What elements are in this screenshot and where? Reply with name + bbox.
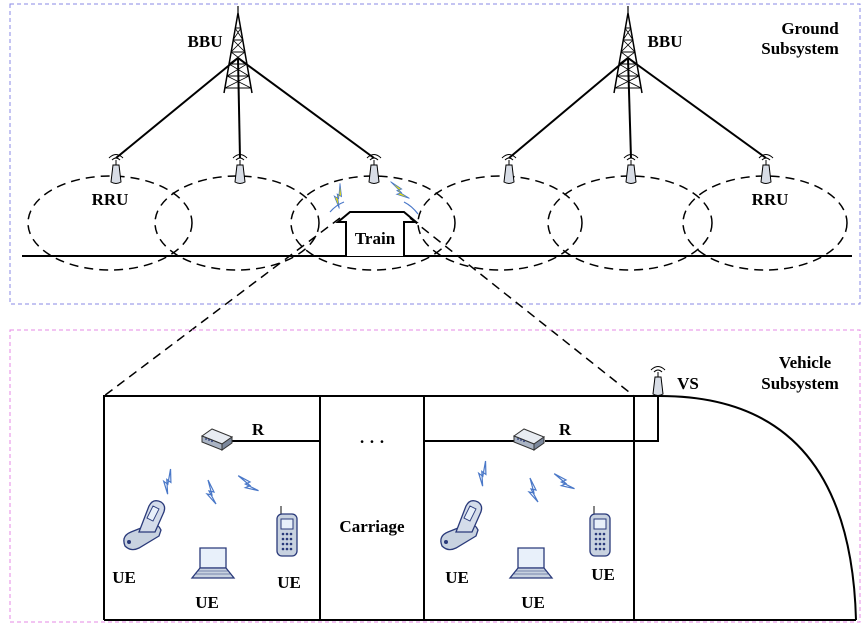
- phone-icon: [589, 505, 611, 557]
- bbu-label-left: BBU: [188, 32, 223, 51]
- phone-icon: [276, 505, 298, 557]
- lightning-signal-icon: [552, 468, 576, 495]
- router-label-right: R: [559, 420, 572, 439]
- laptop-icon: [191, 547, 235, 579]
- coverage-cell-6: [682, 175, 848, 271]
- zoom-line-right: [409, 217, 635, 397]
- train-label: Train: [355, 229, 396, 248]
- train-shape: [335, 211, 419, 256]
- lightning-signal-icon: [528, 477, 539, 503]
- rru-label-left: RRU: [92, 190, 129, 209]
- ground-subsystem-frame: [9, 3, 861, 305]
- lightning-signal-icon: [236, 470, 260, 497]
- vehicle-subsystem-title-1: Vehicle: [779, 353, 832, 372]
- vs-label: VS: [677, 374, 699, 393]
- coverage-cell-3: [290, 175, 456, 271]
- rru-antenna-icon: [501, 154, 517, 184]
- train-carriages: [103, 395, 857, 621]
- ue-label: UE: [112, 568, 136, 587]
- router-icon: [513, 428, 545, 451]
- fronthaul-links: [115, 57, 767, 159]
- rru-antenna-icon: [366, 154, 382, 184]
- router-icon: [201, 428, 233, 451]
- signal-arc: [403, 201, 419, 215]
- carriage-label: Carriage: [339, 517, 405, 536]
- rru-antenna-icon: [232, 154, 248, 184]
- rru-antenna-icon: [650, 366, 666, 396]
- zoom-line-left: [103, 217, 341, 397]
- coverage-cell-2: [154, 175, 320, 271]
- coverage-cell-4: [417, 175, 583, 271]
- ue-label: UE: [521, 593, 545, 612]
- ue-label: UE: [445, 568, 469, 587]
- lightning-signal-icon: [389, 177, 410, 204]
- flip-phone-icon: [440, 500, 483, 551]
- flip-phone-icon: [123, 500, 166, 551]
- lightning-signal-icon: [473, 459, 494, 487]
- ue-label: UE: [591, 565, 615, 584]
- laptop-icon: [509, 547, 553, 579]
- ellipsis-label: · · ·: [359, 432, 385, 451]
- rru-label-right: RRU: [752, 190, 789, 209]
- vehicle-subsystem-frame: [9, 329, 861, 623]
- ground-subsystem-title-2: Subsystem: [761, 39, 838, 58]
- vehicle-subsystem-title-2: Subsystem: [761, 374, 838, 393]
- ue-label: UE: [195, 593, 219, 612]
- signal-arc: [329, 201, 345, 213]
- coverage-cell-1: [27, 175, 193, 271]
- rru-antenna-icon: [108, 154, 124, 184]
- ue-label: UE: [277, 573, 301, 592]
- coverage-cell-5: [547, 175, 713, 271]
- rru-antenna-icon: [758, 154, 774, 184]
- coverage-cells: [27, 175, 848, 271]
- ground-subsystem-title-1: Ground: [781, 19, 839, 38]
- lightning-signal-icon: [206, 479, 217, 505]
- router-vs-link: [545, 396, 659, 442]
- router-label-left: R: [252, 420, 265, 439]
- lightning-signal-icon: [158, 467, 179, 495]
- bbu-label-right: BBU: [648, 32, 683, 51]
- rru-antenna-icon: [623, 154, 639, 184]
